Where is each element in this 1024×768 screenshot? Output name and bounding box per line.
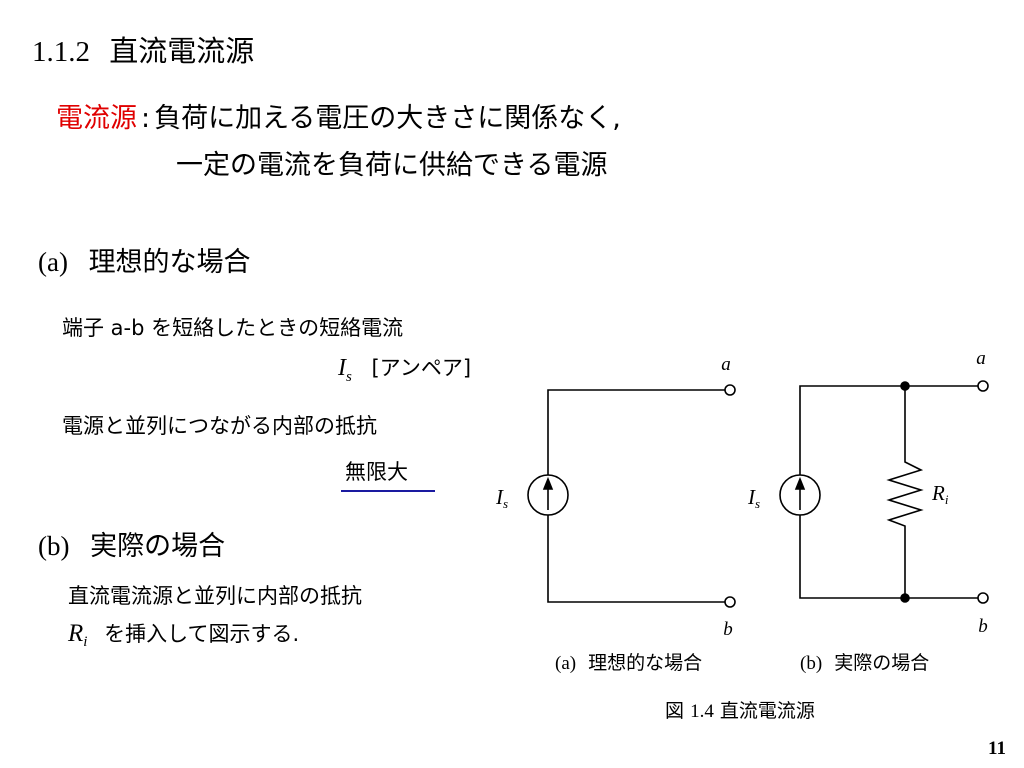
circuit-b-source-label: Is [747, 485, 760, 511]
figure-caption: 図 1.4 直流電流源 [665, 696, 815, 723]
definition-colon: : [141, 103, 151, 134]
section-heading: 1.1.2 直流電流源 [32, 28, 254, 70]
circuit-b-terminal-a [977, 380, 989, 392]
section-b-heading: (b) 実際の場合 [38, 524, 225, 563]
section-b-line-2: Ri を挿入して図示する. [68, 618, 299, 651]
circuit-a-ideal [527, 384, 736, 608]
circuit-a-terminal-b [724, 596, 736, 608]
circuit-b-label-a: a [976, 348, 986, 369]
short-circuit-current: Is [アンペア] [338, 352, 471, 386]
figure-caption-b: (b) 実際の場合 [800, 648, 929, 675]
circuit-b-source-sub: s [755, 496, 760, 511]
definition-text-1: 負荷に加える電圧の大きさに関係なく, [154, 103, 621, 134]
circuit-b-resistor-label: Ri [931, 481, 949, 507]
resistor-symbol: R [68, 620, 84, 647]
circuit-b-node-top [900, 381, 910, 391]
definition-term: 電流源 [56, 103, 137, 134]
circuit-b-source-arrowhead [794, 476, 806, 490]
section-number: 1.1.2 [32, 36, 90, 68]
circuit-b-resistor-sub: i [945, 492, 949, 507]
circuit-b-actual [779, 380, 989, 604]
caption-a-text: 理想的な場合 [588, 652, 703, 674]
resistance-value: 無限大 [345, 460, 408, 484]
circuit-diagrams: a b Is a b Is Ri [495, 348, 989, 640]
section-a-heading: (a) 理想的な場合 [38, 240, 251, 279]
resistor-subscript: i [83, 634, 88, 651]
circuit-a-label-b: b [723, 619, 733, 640]
section-b-text-1: 直流電流源と並列に内部の抵抗 [68, 584, 362, 608]
circuit-b-node-bottom [900, 593, 910, 603]
caption-b-text: 実際の場合 [834, 652, 930, 674]
circuit-a-source-label: Is [495, 485, 508, 511]
circuit-b-label-b: b [978, 616, 988, 637]
circuit-b-bottom-wire [799, 518, 978, 599]
page-number: 11 [988, 738, 1006, 759]
circuit-b-terminal-b [977, 592, 989, 604]
current-unit: [アンペア] [371, 356, 472, 380]
circuit-a-top-wire [547, 389, 725, 518]
circuit-a-source-sub: s [503, 496, 508, 511]
internal-resistance-text: 電源と並列につながる内部の抵抗 [62, 414, 377, 438]
current-subscript: s [346, 368, 352, 385]
definition-line-1: 電流源:負荷に加える電圧の大きさに関係なく, [56, 96, 621, 135]
resistance-value-underline [341, 490, 435, 492]
circuit-b-resistor [886, 386, 924, 598]
circuit-a-source-letter: I [495, 485, 504, 509]
circuit-b-resistor-letter: R [931, 481, 945, 505]
circuit-a-bottom-wire [547, 518, 725, 603]
section-b-text-2: を挿入して図示する. [104, 622, 300, 646]
section-b-title: 実際の場合 [90, 531, 226, 562]
caption-prefix: 図 [665, 700, 685, 722]
section-title: 直流電流源 [109, 34, 255, 68]
circuit-b-source-letter: I [747, 485, 756, 509]
circuit-a-terminal-a [724, 384, 736, 396]
circuit-a-source-arrowhead [542, 476, 554, 490]
caption-number: 1.4 [690, 701, 714, 722]
section-a-label: (a) [38, 247, 68, 277]
circuit-a-label-a: a [721, 354, 731, 375]
figure-caption-a: (a) 理想的な場合 [555, 648, 702, 675]
short-circuit-text: 端子 a-b を短絡したときの短絡電流 [62, 316, 404, 340]
caption-title: 直流電流源 [719, 700, 815, 722]
section-b-label: (b) [38, 531, 70, 561]
current-symbol: I [338, 355, 346, 381]
caption-a-label: (a) [555, 653, 577, 674]
definition-line-2: 一定の電流を負荷に供給できる電源 [176, 150, 608, 181]
section-a-title: 理想的な場合 [88, 247, 251, 278]
caption-b-label: (b) [800, 653, 823, 674]
circuit-b-top-wire [799, 385, 978, 518]
